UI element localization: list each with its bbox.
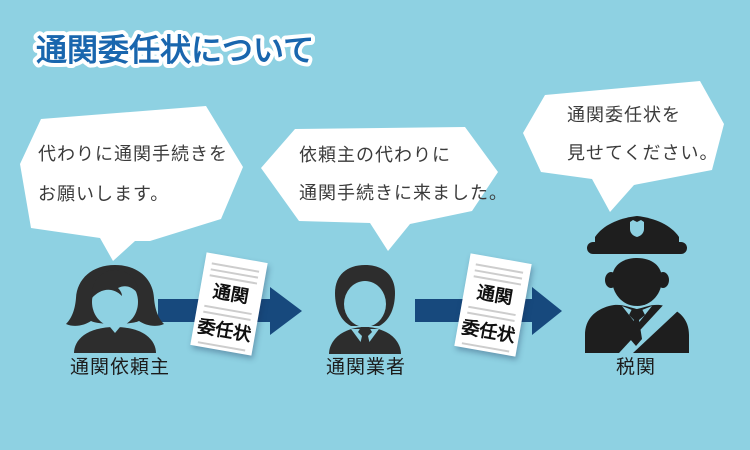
bubble-text-broker: 依頼主の代わりに 通関手続きに来ました。 [299,136,508,212]
bubble-line: 通関委任状を [567,105,681,125]
bubble-line: 見せてください。 [567,143,719,163]
businessman-icon [329,265,401,354]
speech-bubble-broker [261,127,498,251]
woman-icon [66,265,164,353]
bubble-line: お願いします。 [38,184,170,204]
bubble-line: 通関手続きに来ました。 [299,183,508,203]
page-title: 通関委任状について [24,14,464,89]
bubble-text-requester: 代わりに通関手続きを お願いします。 [38,134,228,214]
bubble-line: 依頼主の代わりに [299,145,451,165]
customs-officer-icon [585,216,689,353]
title-text: 通関委任状について [36,33,314,68]
actor-label-requester: 通関依頼主 [69,357,171,378]
actor-label-broker: 通関業者 [325,357,407,378]
bubble-text-customs: 通関委任状を 見せてください。 [567,96,718,172]
bubble-line: 代わりに通関手続きを [38,144,228,164]
speech-bubble-customs [523,81,724,212]
actor-label-customs: 税関 [615,357,657,378]
speech-bubble-requester [20,106,243,261]
